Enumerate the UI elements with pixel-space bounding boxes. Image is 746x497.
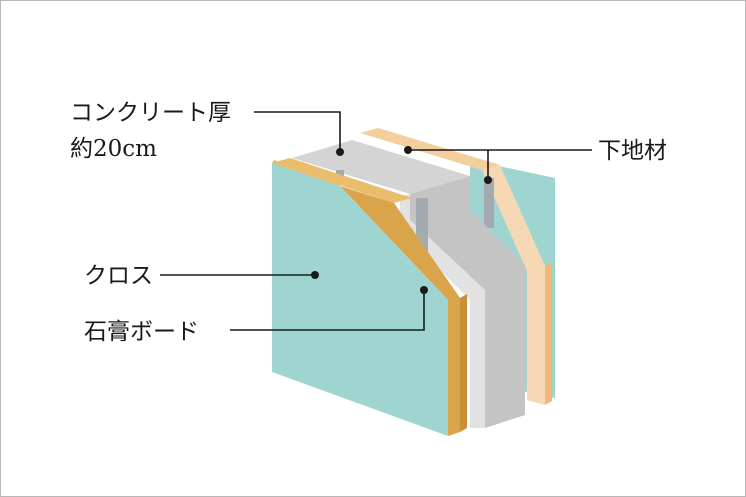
concrete-front — [400, 194, 485, 428]
concrete-leader-line — [254, 111, 341, 150]
concrete-leader-dot — [336, 148, 344, 156]
gypsum-board-label: 石膏ボード — [84, 319, 199, 345]
cloth-leader-dot — [311, 271, 319, 279]
back-board-top — [360, 128, 500, 170]
concrete-thickness-label-line2: 約20cm — [70, 136, 157, 162]
concrete-thickness-label-line1: コンクリート厚 — [70, 100, 231, 126]
back-stud — [484, 178, 494, 228]
cloth-panel-face — [272, 163, 448, 436]
cloth-label: クロス — [84, 263, 153, 289]
gypsum-leader-dot — [420, 286, 428, 294]
gypsum-board-top — [272, 158, 412, 203]
gypsum-leader-line — [230, 292, 425, 331]
base-material-label: 下地材 — [598, 138, 667, 164]
concrete-side — [410, 176, 525, 428]
back-board-edge — [545, 262, 552, 405]
gypsum-board-edge — [460, 294, 467, 432]
base-material-leader-dot-right — [484, 176, 492, 184]
back-board-face — [482, 165, 545, 405]
cloth-panel-top-edge — [272, 160, 342, 186]
base-material-leader-dot-left — [404, 146, 412, 154]
